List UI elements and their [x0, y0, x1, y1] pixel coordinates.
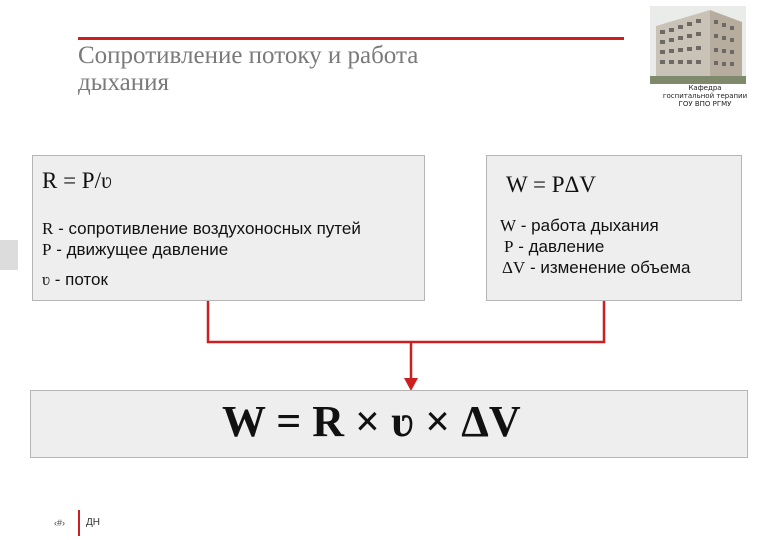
work-box — [486, 155, 742, 301]
definition-r-text: - сопротивление воздухоносных путей — [53, 219, 361, 238]
page-title-line-2: дыхания — [78, 69, 170, 96]
result-formula: W = R × ʋ × ΔV — [222, 397, 521, 446]
work-formula: W = PΔV — [506, 172, 596, 197]
caption-line-3: ГОУ ВПО РГМУ — [678, 100, 732, 108]
work-definition-w: W - работа дыхания — [500, 216, 659, 236]
definition-pressure-text: - давление — [513, 237, 605, 256]
page-title-line-1: Сопротивление потоку и работа — [78, 42, 419, 69]
symbol-w: W — [500, 216, 517, 235]
work-definition-dv: ΔV - изменение объема — [502, 258, 691, 278]
symbol-pressure: P — [504, 237, 514, 256]
arrow-head — [404, 378, 418, 391]
resistance-formula: R = P/ʋ — [42, 168, 112, 193]
side-tab — [0, 240, 18, 270]
resistance-definition-flow: ʋ - поток — [42, 270, 108, 290]
page-title: Сопротивление потоку и работа дыхания — [78, 42, 418, 96]
resistance-definition-r: R - сопротивление воздухоносных путей — [42, 219, 361, 239]
caption-line-1: Кафедра — [688, 84, 722, 92]
department-caption: Кафедра госпитальной терапии ГОУ ВПО РГМ… — [650, 84, 760, 108]
resistance-box — [32, 155, 425, 301]
resistance-definition-p: P - движущее давление — [42, 240, 228, 260]
footer-label: ДН — [86, 517, 100, 528]
definition-p-text: - движущее давление — [51, 240, 229, 259]
definition-delta-v-text: - изменение объема — [525, 258, 691, 277]
footer-rule — [78, 510, 80, 536]
left-connector — [206, 301, 606, 344]
definition-w-text: - работа дыхания — [516, 216, 659, 235]
work-definition-p: P - давление — [504, 237, 604, 257]
title-rule — [78, 37, 624, 40]
definition-flow-text: - поток — [50, 270, 108, 289]
symbol-r: R — [42, 219, 54, 238]
symbol-flow: ʋ — [42, 270, 50, 289]
caption-line-2: госпитальной терапии — [662, 92, 748, 100]
result-box — [30, 390, 748, 458]
building-photo — [650, 6, 746, 84]
symbol-p: P — [42, 240, 52, 259]
page-number: ‹#› — [54, 518, 65, 528]
symbol-delta-v: ΔV — [502, 258, 526, 277]
